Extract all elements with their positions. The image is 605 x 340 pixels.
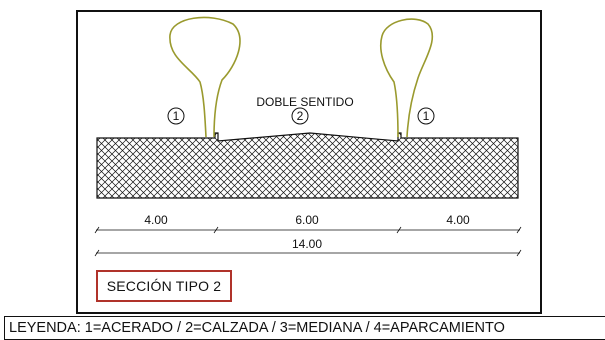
- road-section-body: [96, 132, 519, 199]
- segment-width-center: 6.00: [295, 213, 319, 227]
- tree-left-icon: [169, 16, 241, 138]
- direction-label: DOBLE SENTIDO: [256, 95, 353, 109]
- legend-bar: LEYENDA: 1=ACERADO / 2=CALZADA / 3=MEDIA…: [4, 316, 605, 340]
- segment-dimension-line: [94, 226, 522, 234]
- total-dimension-line: [94, 249, 522, 257]
- marker-right-number: 1: [423, 109, 430, 123]
- marker-center-number: 2: [297, 109, 304, 123]
- segment-width-right: 4.00: [446, 213, 470, 227]
- total-width: 14.00: [292, 237, 322, 251]
- segment-width-left: 4.00: [144, 213, 168, 227]
- section-type-label: SECCIÓN TIPO 2: [96, 270, 232, 302]
- tree-right-icon: [379, 18, 434, 138]
- marker-right: 1: [417, 107, 435, 125]
- marker-left: 1: [167, 107, 185, 125]
- marker-center: 2: [291, 107, 309, 125]
- marker-left-number: 1: [173, 109, 180, 123]
